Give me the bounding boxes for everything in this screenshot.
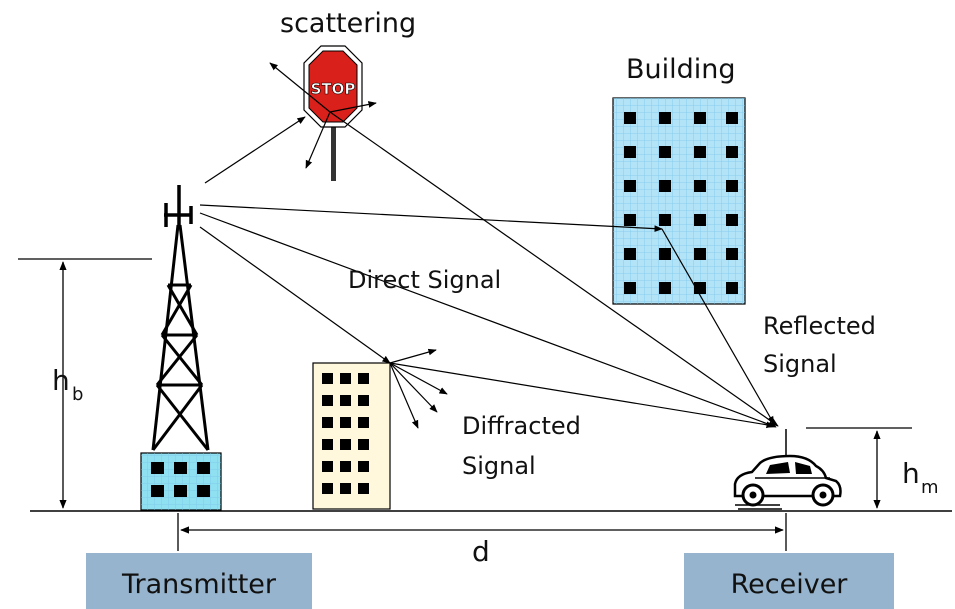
diffracted-signal-label-line1: Diffracted <box>462 412 581 440</box>
reflected-signal-label-line1: Reflected <box>763 312 876 340</box>
transmitter-label: Transmitter <box>121 569 277 600</box>
antenna-icon <box>164 185 193 228</box>
receiver-label: Receiver <box>731 569 849 600</box>
reflected-signal-label-line2: Signal <box>763 350 837 378</box>
stop-sign-text: STOP <box>311 80 356 98</box>
hm-subscript: m <box>921 477 939 498</box>
transmitter-box: Transmitter <box>86 553 312 609</box>
building-label: Building <box>626 54 736 85</box>
hb-label: h <box>52 364 70 397</box>
small-building <box>312 362 391 510</box>
signal-paths <box>199 62 779 429</box>
diffracted-signal-label-line2: Signal <box>462 452 536 480</box>
receiver-box: Receiver <box>684 553 894 609</box>
tall-building <box>612 97 746 305</box>
distance-dimension: d <box>177 513 787 568</box>
height-receiver-dimension: h m <box>806 427 939 509</box>
distance-label: d <box>472 535 490 568</box>
direct-signal-label: Direct Signal <box>348 266 501 294</box>
hm-label: h <box>902 457 920 490</box>
car-icon <box>733 429 842 510</box>
hb-subscript: b <box>72 384 83 405</box>
height-transmitter-dimension: h b <box>18 258 152 509</box>
transmitter-tower <box>151 224 210 451</box>
scattering-label: scattering <box>280 8 416 39</box>
tower-base <box>140 452 222 511</box>
